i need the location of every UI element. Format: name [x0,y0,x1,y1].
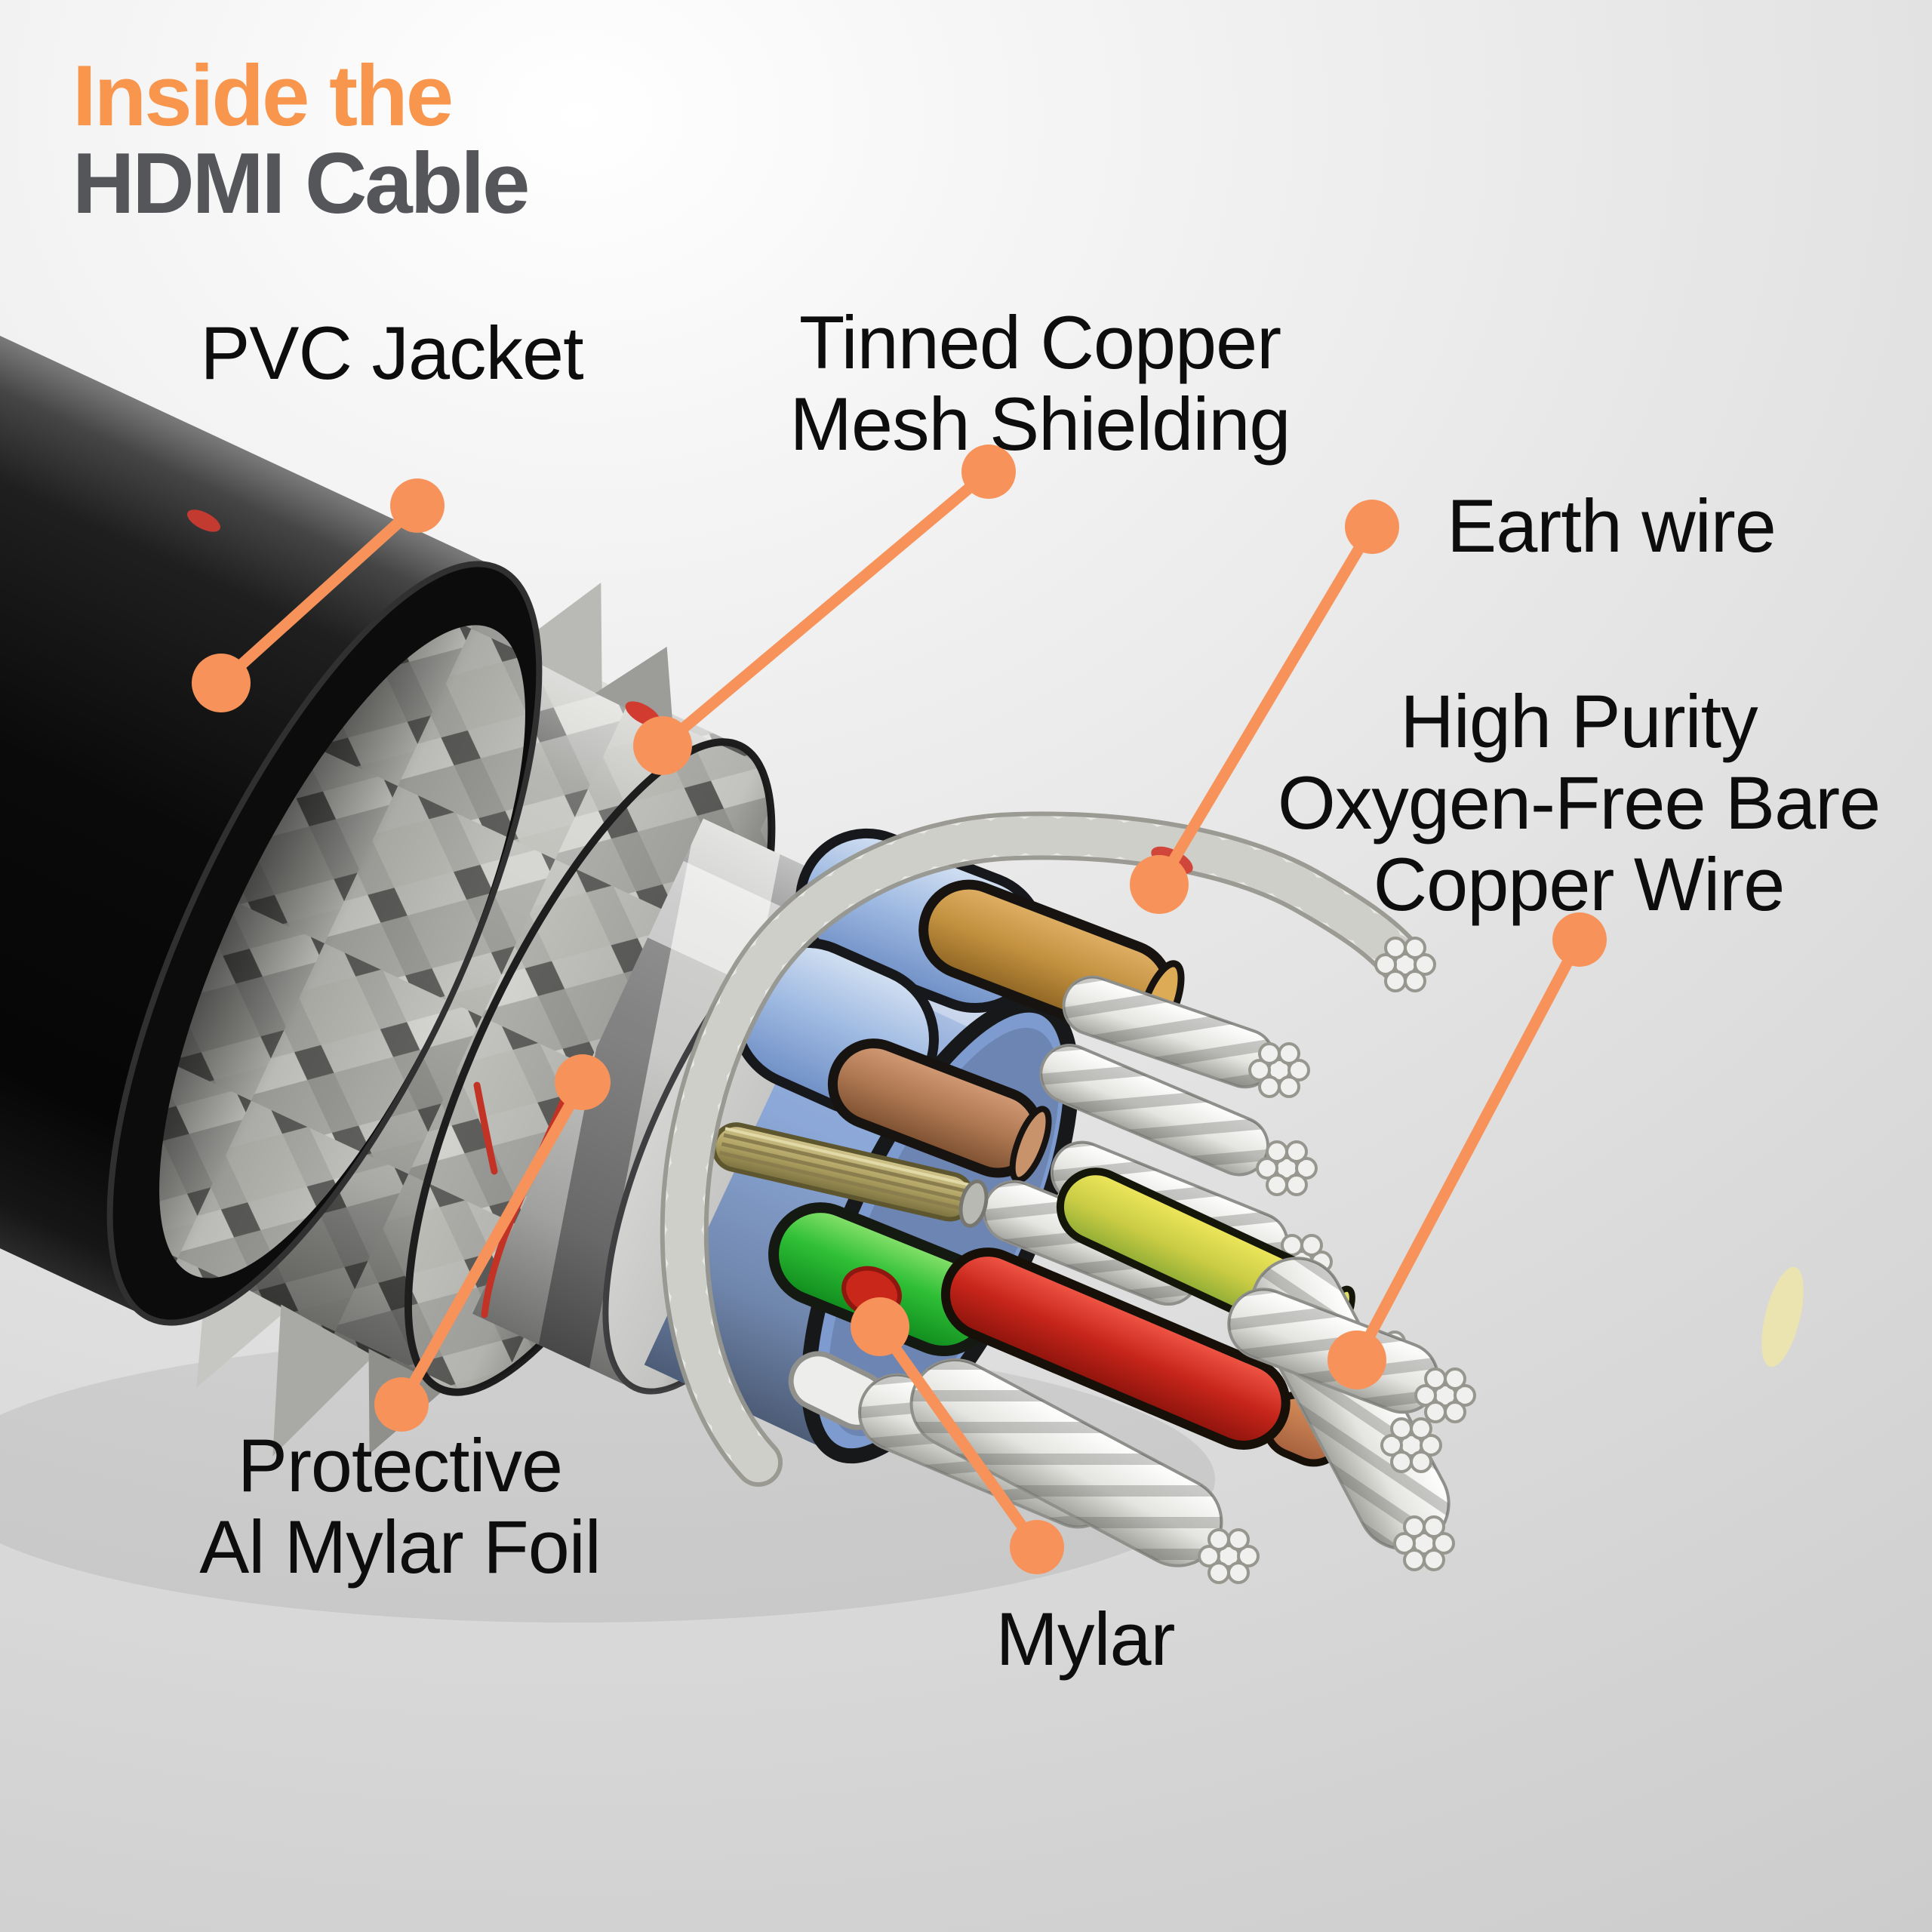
leader-pvc-jacket [192,478,445,712]
leader-mylar [851,1297,1064,1574]
label-tinned-copper-mesh: Tinned Copper Mesh Shielding [790,302,1291,465]
label-mylar: Mylar [995,1597,1176,1681]
label-line: Oxygen-Free Bare [1277,761,1881,845]
leader-bare-copper-wire [1327,912,1607,1389]
label-bare-copper-wire: High Purity Oxygen-Free Bare Copper Wire [1277,679,1881,926]
leader-tinned-copper-mesh [633,445,1016,775]
label-line: Tinned Copper [798,300,1281,385]
brown-wire [827,1038,1052,1183]
bare-copper-strands-lower [858,1257,1476,1584]
title-line-1: Inside the [72,48,454,144]
page-title: Inside the HDMI Cable [72,48,530,232]
yellow-artifact [1761,1266,1804,1367]
label-al-mylar-foil: Protective Al Mylar Foil [199,1425,601,1588]
label-line: Protective [237,1423,563,1508]
title-line-2: HDMI Cable [72,136,530,232]
label-line: Al Mylar Foil [199,1505,601,1589]
label-pvc-jacket: PVC Jacket [200,312,583,394]
pvc-jacket-layer [0,0,543,1326]
annotation-leaders [192,445,1607,1574]
leader-al-mylar-foil [374,1054,611,1432]
label-line: Mesh Shielding [789,382,1291,466]
earth-wire-strand [660,811,1425,1487]
label-line: Mylar [995,1597,1176,1681]
label-line: PVC Jacket [200,311,583,395]
label-line: Copper Wire [1373,841,1786,926]
label-line: High Purity [1400,679,1758,764]
label-earth-wire: Earth wire [1447,484,1777,568]
inner-wires [711,828,1476,1584]
leader-earth-wire [1130,500,1399,914]
label-line: Earth wire [1447,484,1777,568]
